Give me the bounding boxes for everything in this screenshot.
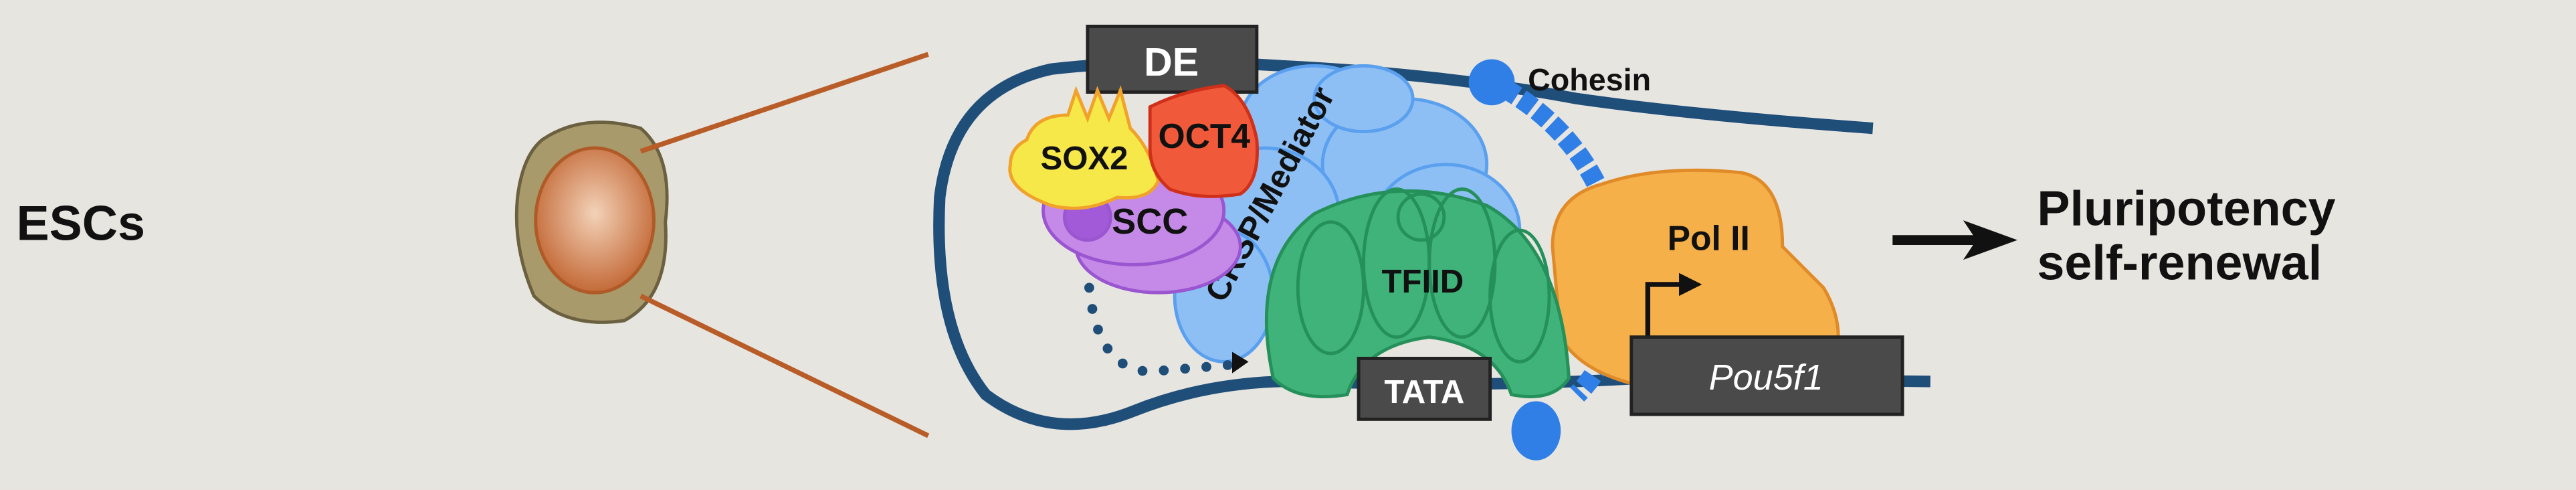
- tata-box: [1357, 357, 1492, 421]
- tata-label: TATA: [1384, 374, 1464, 410]
- tss-arrow-icon: [1645, 282, 1684, 337]
- cohesin-ring: [1468, 59, 1629, 461]
- de-element-box: [1086, 24, 1259, 94]
- scc-label: SCC: [1112, 201, 1188, 242]
- gene-box: [1629, 335, 1904, 416]
- oct4-label: OCT4: [1158, 116, 1250, 155]
- zoom-line-top: [639, 52, 929, 154]
- oct4-protein: [1148, 84, 1259, 198]
- esc-label: ESCs: [17, 195, 145, 251]
- sox2-label: SOX2: [1040, 141, 1128, 177]
- zoom-line-bottom: [639, 293, 930, 438]
- dotted-arrowhead-icon: [1231, 351, 1249, 374]
- outcome-line1: Pluripotency: [2037, 181, 2335, 236]
- dotted-arrow: [1084, 282, 1234, 377]
- cell-icon: [514, 120, 669, 324]
- pol2-label: Pol II: [1668, 218, 1750, 257]
- outcome-line2: self-renewal: [2037, 235, 2322, 291]
- de-label: DE: [1144, 41, 1199, 84]
- cohesin-label: Cohesin: [1528, 62, 1651, 97]
- gene-label: Pou5f1: [1709, 357, 1823, 398]
- tss-arrowhead-icon: [1679, 272, 1702, 297]
- outcome-arrowhead-icon: [1963, 220, 2017, 260]
- sox2-protein: [1008, 85, 1161, 210]
- tfiid-label: TFIID: [1382, 264, 1464, 300]
